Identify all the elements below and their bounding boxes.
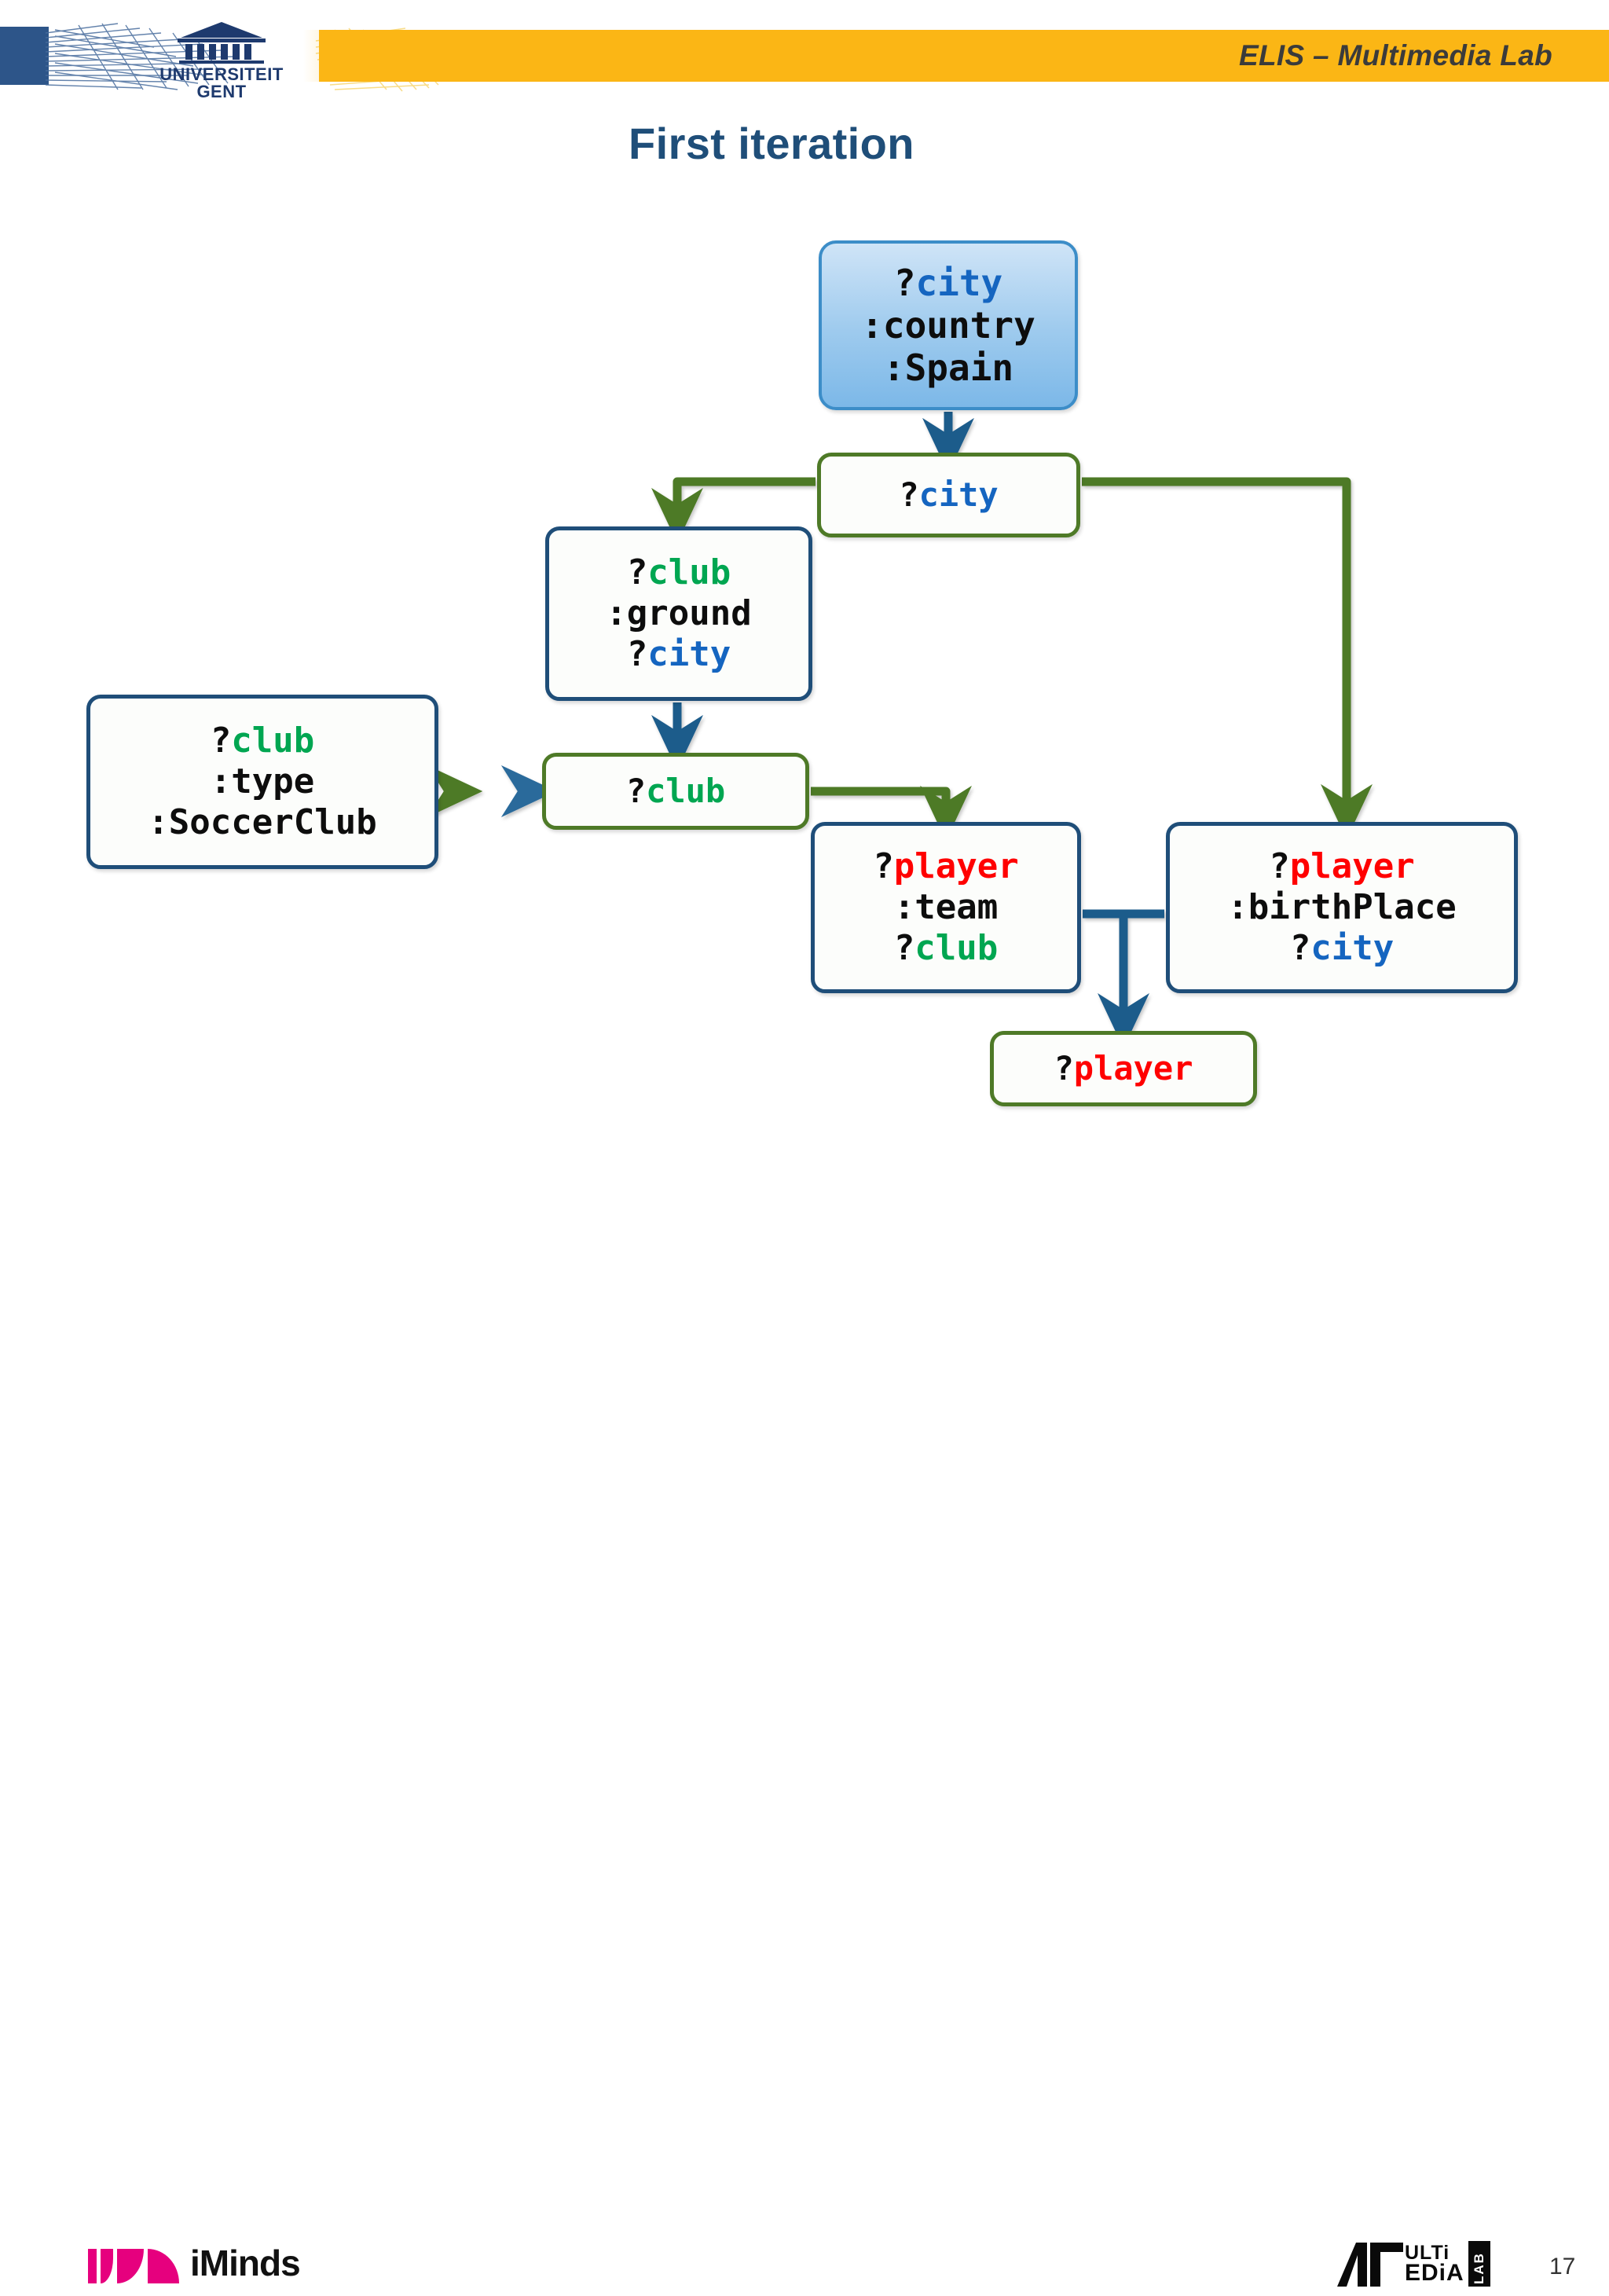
multimedia-row1: ULTi [1405,2241,1450,2264]
iminds-logo: iMinds [88,2235,301,2291]
multimedia-lab-logo: ULTi EDiA LAB [1336,2239,1518,2296]
multimedia-wordmark: ULTi EDiA [1405,2241,1464,2286]
node-club-type-soccerclub[interactable]: ?club :type :SoccerClub [86,695,438,869]
node-line: ?city [626,633,731,674]
ugent-line1: UNIVERSITEIT [159,64,284,84]
node-line: :country [861,303,1035,347]
node-line: ?city [899,475,999,515]
node-line: :ground [606,593,752,634]
node-line: ?club [625,772,726,811]
node-player-team-club[interactable]: ?player :team ?club [811,822,1081,993]
edge-city-to-player-birthplace [1082,477,1373,840]
page-number: 17 [1549,2254,1576,2279]
slide-footer: iMinds ULTi EDiA LAB 17 [0,1113,1609,2287]
node-club[interactable]: ?club [542,753,809,830]
edge-city-to-club-ground [651,477,815,544]
node-line: :SoccerClub [148,801,377,842]
node-line: ?club [626,552,731,593]
node-line: :Spain [882,347,1014,390]
iminds-label: iMinds [190,2243,301,2283]
node-line: ?player [873,846,1019,887]
node-line: :type [210,761,315,802]
multimedia-lab-badge: LAB [1468,2241,1490,2287]
node-line: ?player [1269,846,1415,887]
ugent-line2: GENT [196,82,247,102]
node-line: ?city [1289,927,1395,968]
node-line: :team [893,887,999,928]
multimedia-lab-mark: ULTi EDiA LAB [1336,2239,1518,2288]
header-band [319,30,1609,82]
page-title: First iteration [629,119,914,168]
node-city[interactable]: ?city [817,453,1080,537]
query-graph: ?city :country :Spain ?city ?club :groun… [86,240,1518,1106]
node-line: ?club [893,927,999,968]
ugent-logo: UNIVERSITEIT GENT [159,20,284,101]
node-line: ?city [893,261,1003,304]
node-club-ground-city[interactable]: ?club :ground ?city [545,526,812,701]
node-city-country-spain[interactable]: ?city :country :Spain [819,240,1078,410]
node-line: ?player [1054,1049,1193,1088]
lab-title: ELIS – Multimedia Lab [1239,39,1552,72]
edge-club-to-player-team [811,785,973,842]
iminds-bars-icon [88,2243,179,2283]
node-player[interactable]: ?player [990,1031,1257,1106]
slide-header: UNIVERSITEIT GENT ELIS – Multimedia Lab [0,0,1609,101]
ugent-logo-text: UNIVERSITEIT GENT [159,64,284,102]
blue-brush-decoration [0,23,236,90]
multimedia-row2: EDiA [1405,2259,1464,2286]
ugent-building-icon [178,22,266,64]
node-player-birthplace-city[interactable]: ?player :birthPlace ?city [1166,822,1518,993]
multimedia-m-icon [1337,2243,1403,2287]
node-line: ?club [210,721,315,761]
node-line: :birthPlace [1227,887,1457,928]
